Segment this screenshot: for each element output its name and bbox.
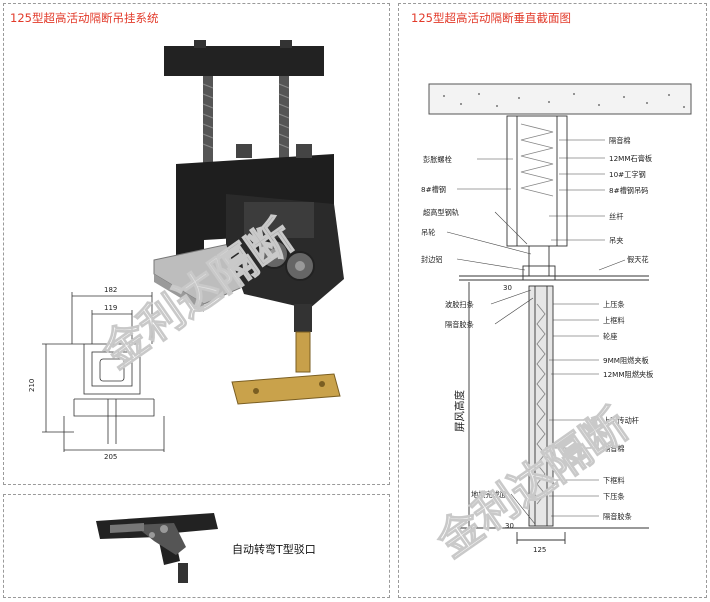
label-edge-aluminum: 封边铝	[421, 255, 443, 264]
section-panel: 125型超高活动隔断垂直截面图	[398, 3, 707, 598]
label-bottom-frame: 下框料	[603, 476, 625, 485]
stem	[294, 304, 312, 332]
label-rubber-strip-right: 隔音胶条	[603, 512, 632, 521]
hanging-system-drawing: 182 119 210 205 金利达隔断	[28, 40, 344, 461]
label-drive-rod: 上下传动杆	[603, 416, 639, 425]
label-false-ceiling: 假天花	[627, 255, 649, 264]
label-rubber-strip-left: 隔音胶条	[445, 320, 474, 329]
dim-119: 119	[104, 304, 117, 312]
dim-210: 210	[28, 379, 36, 392]
label-floor-finish: 地板完成面	[471, 490, 507, 499]
label-wheel: 吊轮	[421, 228, 435, 237]
label-clamp: 吊夹	[609, 236, 623, 245]
top-channel-beam	[164, 46, 324, 76]
dim-205: 205	[104, 453, 117, 461]
label-bottom-press-strip: 下压条	[603, 492, 625, 501]
structure	[459, 115, 649, 544]
label-acoustic-cotton-top: 隔音棉	[609, 136, 631, 145]
label-i-beam: 10#工字钢	[609, 170, 646, 179]
label-12mm-board: 12MM阻燃夹板	[603, 370, 653, 379]
label-rail: 超高型钢轨	[423, 208, 459, 217]
label-9mm-board: 9MM阻燃夹板	[603, 356, 649, 365]
brass-stem	[295, 331, 311, 373]
dim-30-bottom: 30	[505, 522, 514, 530]
leaders-left	[446, 158, 536, 525]
label-gypsum-board: 12MM石膏板	[609, 154, 652, 163]
leaders-right	[545, 139, 626, 517]
section-drawing: 彭胀螺栓 8#槽钢 超高型钢轨 吊轮 封边铝 波胶扫条 隔音胶条 地板完成面 隔…	[421, 83, 692, 569]
label-sweep-strip: 波胶扫条	[445, 300, 474, 309]
label-screen-height: 屏风高度	[453, 390, 466, 432]
base-plate	[231, 373, 341, 405]
label-wheel-seat: 轮座	[603, 332, 617, 341]
label-screw-rod: 丝杆	[609, 212, 623, 221]
threaded-rods	[202, 76, 290, 166]
tjoint-panel: 自动转弯T型驳口	[3, 494, 390, 598]
label-expansion-bolt: 彭胀螺栓	[423, 155, 452, 164]
tjoint-drawing	[96, 513, 218, 583]
dim-30-top: 30	[503, 284, 512, 292]
dim-182: 182	[104, 286, 117, 294]
section-title: 125型超高活动隔断垂直截面图	[411, 11, 571, 25]
ceiling-slab	[428, 83, 692, 115]
label-acoustic-cotton-bottom: 隔音棉	[603, 444, 625, 453]
label-channel-steel: 8#槽钢	[421, 185, 446, 194]
hanging-system-panel: 125型超高活动隔断吊挂系统	[3, 3, 390, 485]
tjoint-caption: 自动转弯T型驳口	[232, 543, 316, 556]
hanging-system-title: 125型超高活动隔断吊挂系统	[10, 11, 159, 25]
label-top-frame: 上框料	[603, 316, 625, 325]
dimension-drawing	[42, 292, 165, 452]
dim-125: 125	[533, 546, 546, 554]
label-top-press-strip: 上压条	[603, 300, 625, 309]
label-channel-hanger: 8#槽钢吊码	[609, 186, 648, 195]
